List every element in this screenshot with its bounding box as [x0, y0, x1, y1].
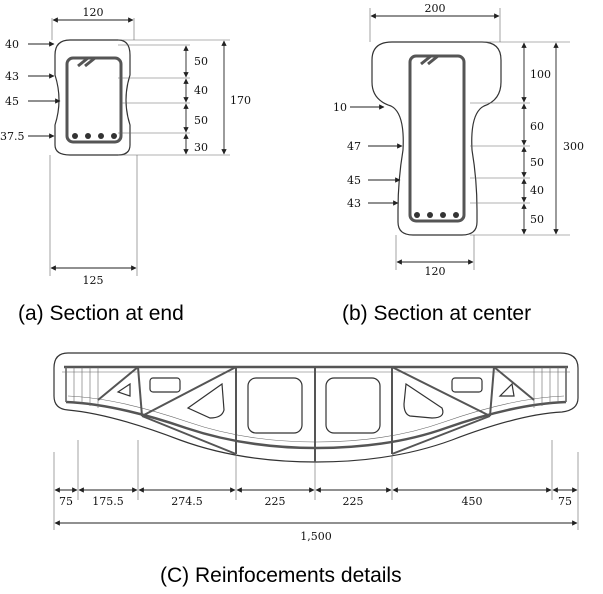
section-b: 200 120 10 47 45 43 100 60 50 40 50 3	[333, 2, 584, 278]
web-openings	[116, 377, 515, 434]
section-a-left-dim-4: 37.5	[0, 130, 25, 143]
beam-elevation	[53, 352, 579, 463]
beam-dim-4: 225	[265, 495, 286, 508]
section-b-top-width: 200	[425, 2, 446, 15]
section-a-right-dim-1: 50	[194, 55, 208, 68]
section-a-top-width: 120	[83, 6, 104, 19]
section-b-rebars	[414, 212, 459, 218]
section-a-bottom-width: 125	[83, 274, 104, 287]
section-b-right-dim-3: 50	[530, 156, 544, 169]
beam-dimensions: 75 175.5 274.5 225 225 450 75 1,500	[53, 440, 579, 543]
section-b-outline	[371, 41, 502, 236]
section-b-left-dim-4: 43	[347, 197, 361, 210]
section-a-right-dim-2: 40	[194, 84, 208, 97]
section-b-bottom-width: 120	[425, 265, 446, 278]
section-b-right-dim-1: 100	[530, 68, 551, 81]
section-b-right-dim-5: 50	[530, 213, 544, 226]
section-b-height: 300	[563, 140, 584, 153]
beam-dim-3: 274.5	[171, 495, 203, 508]
caption-a: (a) Section at end	[18, 302, 184, 325]
beam-dim-7: 75	[558, 495, 572, 508]
beam-dim-2: 175.5	[92, 495, 124, 508]
beam-dim-1: 75	[59, 495, 73, 508]
section-a-right-dim-3: 50	[194, 114, 208, 127]
section-b-right-dim-2: 60	[530, 120, 544, 133]
section-b-left-dim-2: 47	[347, 140, 361, 153]
section-a-height: 170	[230, 94, 251, 107]
section-a-right-dim-4: 30	[194, 141, 208, 154]
caption-c: (C) Reinfocements details	[160, 564, 402, 587]
section-a: 120 125 40 43 45 37.5 50 40 50 30 170	[0, 6, 251, 287]
section-a-left-dim-2: 43	[5, 70, 19, 83]
section-a-left-dim-1: 40	[5, 38, 19, 51]
caption-b: (b) Section at center	[342, 302, 531, 325]
truss-diagonals	[97, 366, 535, 462]
beam-dim-5: 225	[343, 495, 364, 508]
section-b-right-dim-4: 40	[530, 184, 544, 197]
section-b-left-dim-3: 45	[347, 174, 361, 187]
end-stirrups-left	[65, 367, 99, 408]
section-a-rebars	[72, 133, 117, 139]
beam-dim-6: 450	[462, 495, 483, 508]
section-a-left-dim-3: 45	[5, 95, 19, 108]
section-b-left-dim-1: 10	[333, 101, 347, 114]
end-stirrups-right	[533, 367, 567, 408]
beam-total-length: 1,500	[300, 530, 332, 543]
